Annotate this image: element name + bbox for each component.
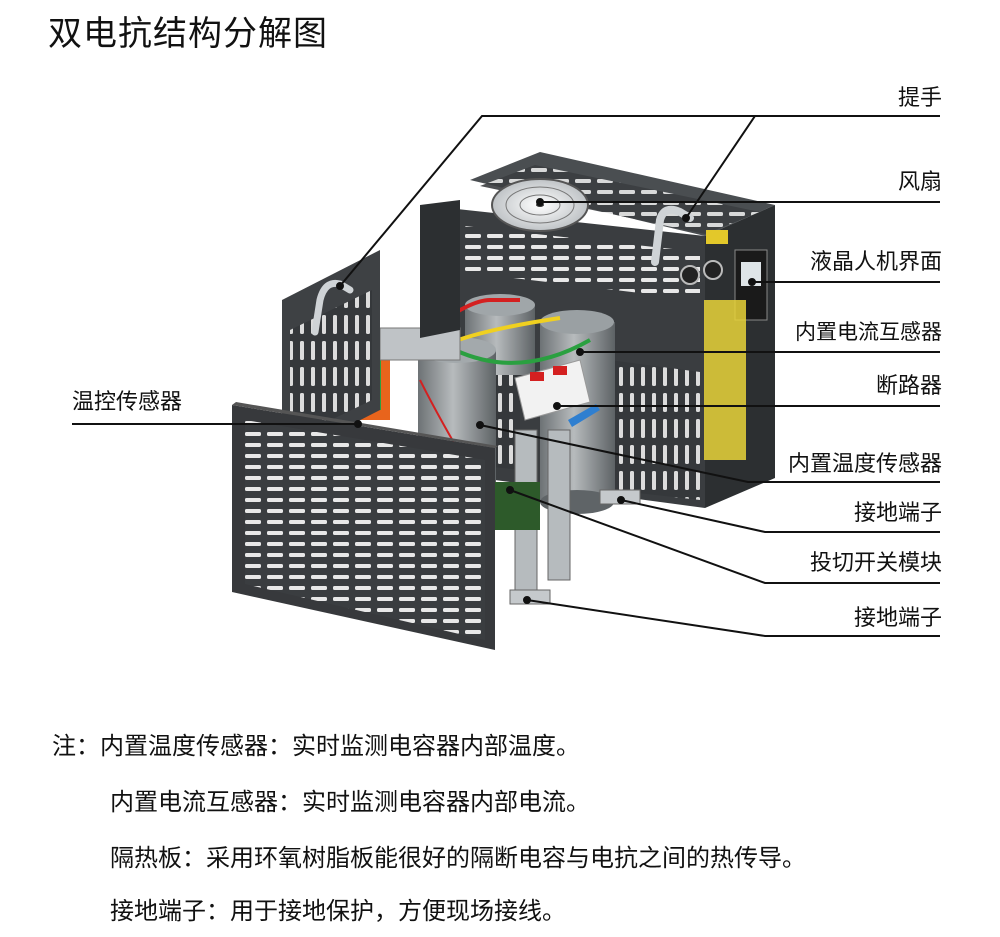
note-temp-sensor: 注：内置温度传感器：实时监测电容器内部温度。 — [52, 732, 580, 760]
top-handle — [651, 205, 728, 285]
label-ground-terminal-1: 接地端子 — [853, 501, 942, 526]
leader-lines — [72, 115, 940, 637]
label-lcd: 液晶人机界面 — [809, 250, 942, 275]
diagram-title: 双电抗结构分解图 — [48, 14, 328, 54]
label-breaker: 断路器 — [875, 374, 942, 399]
label-switch-module: 投切开关模块 — [809, 551, 942, 576]
note-insulation-board: 隔热板：采用环氧树脂板能很好的隔断电容与电抗之间的热传导。 — [110, 844, 806, 872]
label-current-transformer: 内置电流互感器 — [795, 320, 942, 344]
label-temp-sensor: 内置温度传感器 — [787, 452, 942, 477]
label-temp-control-sensor: 温控传感器 — [72, 390, 183, 415]
side-panel — [420, 200, 460, 338]
exploded-view-illustration — [72, 115, 940, 650]
note-ground-terminal: 接地端子：用于接地保护，方便现场接线。 — [110, 897, 566, 925]
label-ground-terminal-2: 接地端子 — [853, 606, 942, 631]
label-fan: 风扇 — [897, 170, 942, 195]
front-perforated-panel — [232, 402, 498, 650]
label-handle: 提手 — [897, 86, 942, 111]
note-current-transformer: 内置电流互感器：实时监测电容器内部电流。 — [110, 788, 590, 816]
